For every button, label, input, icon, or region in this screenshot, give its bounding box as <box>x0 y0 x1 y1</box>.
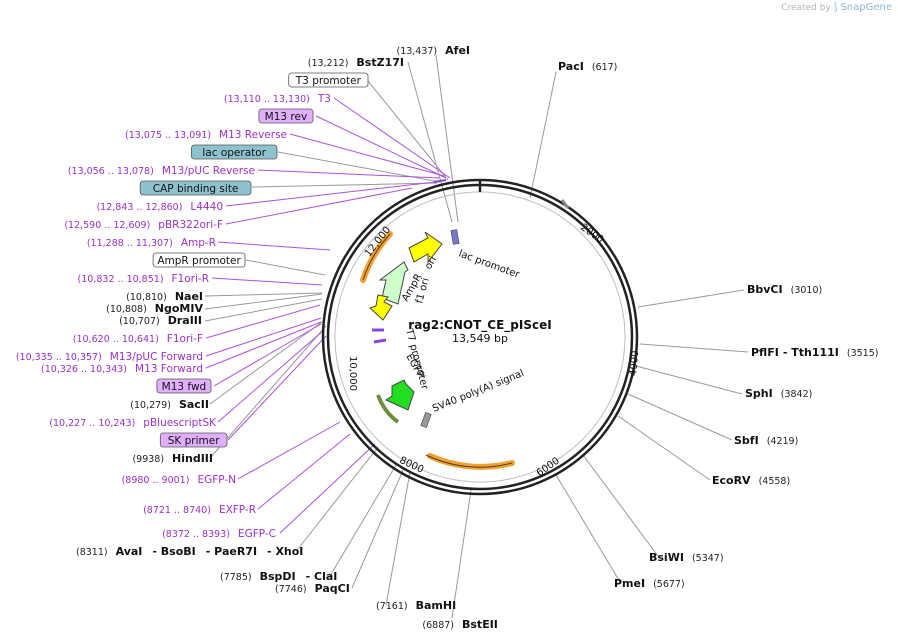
enzyme-hindiii: (9938)HindIII <box>132 452 213 465</box>
enzyme-avai: (8311)AvaI- BsoBI- PaeR7I- XhoI <box>76 545 303 558</box>
label-box-t3-promoter <box>288 72 369 88</box>
enzyme-bbvci: BbvCI(3010) <box>747 283 822 296</box>
enzyme-pmei: PmeI(5677) <box>614 577 685 590</box>
f1ori-arrow <box>369 294 393 321</box>
watermark-brand: SnapGene <box>840 2 892 13</box>
enzyme-bstz17i: (13,212)BstZ17I <box>308 56 404 69</box>
feature-label-sv40-polya: SV40 poly(A) signal <box>431 368 526 415</box>
primer-f1ori-f: (10,620 .. 10,641)F1ori-F <box>73 333 203 345</box>
egfp-arrow <box>384 379 415 411</box>
enzyme-bsiwi: BsiWI(5347) <box>649 551 724 564</box>
snapgene-watermark: Created by ⟆ SnapGene <box>781 2 892 13</box>
plasmid-size: 13,549 bp <box>452 332 508 345</box>
feature-t3-promoter: T3 promoter <box>295 75 362 87</box>
enzyme-ngomiv: (10,808)NgoMIV <box>106 302 203 315</box>
snapgene-logo-icon: ⟆ <box>833 2 838 13</box>
ampr-arrow <box>378 261 409 305</box>
feature-lac-operator: lac operator <box>202 147 266 159</box>
enzyme-ecorv: EcoRV(4558) <box>712 474 790 487</box>
label-box-ampr-promoter <box>152 252 246 268</box>
primer-exfp-r: (8721 .. 8740)EXFP-R <box>143 504 256 516</box>
tick-label-4000: 4000 <box>628 350 641 376</box>
primer-sk-primer: SK primer <box>168 435 220 447</box>
enzyme-afei: (13,437)AfeI <box>396 44 470 57</box>
primer-t3: (13,110 .. 13,130)T3 <box>224 93 331 105</box>
label-box-m13-rev <box>258 108 314 124</box>
enzyme-pflfi-tth111i: PflFI- Tth111I(3515) <box>751 346 878 359</box>
watermark-prefix: Created by <box>781 3 831 13</box>
feature-label-ori: ori <box>423 255 439 272</box>
primer-l4440: (12,843 .. 12,860)L4440 <box>96 201 223 213</box>
primer-egfp-c: (8372 .. 8393)EGFP-C <box>162 528 276 540</box>
sv40-polya-mark <box>420 412 432 428</box>
enzyme-paqci: (7746)PaqCI <box>275 582 350 595</box>
feature-ampr-promoter: AmpR promoter <box>157 255 241 267</box>
enzyme-bsteii-coord: (6887) <box>422 620 454 631</box>
primer-m13-fwd: M13 fwd <box>162 381 207 393</box>
enzyme-naei: (10,810)NaeI <box>126 290 203 303</box>
feature-label-lac-promoter: lac promoter <box>457 248 522 281</box>
enzyme-bamhi: (7161)BamHI <box>376 599 456 612</box>
primer-egfp-n: (8980 .. 9001)EGFP-N <box>122 474 236 486</box>
enzyme-sphi: SphI(3842) <box>745 387 812 400</box>
plasmid-name: rag2:CNOT_CE_pISceI <box>408 318 551 333</box>
egfp-inner-arc <box>376 394 400 424</box>
ori-arrow <box>408 231 443 264</box>
label-box-sk-primer <box>159 432 228 448</box>
enzyme-paci: PacI(617) <box>558 60 617 73</box>
label-box-cap-binding-site <box>139 180 252 196</box>
leader-lines <box>204 54 749 619</box>
primer-m13-reverse: (13,075 .. 13,091)M13 Reverse <box>125 129 287 141</box>
tick-label-10000: 10,000 <box>347 356 358 391</box>
enzyme-bsteii: BstEII <box>462 618 498 631</box>
tick-label-6000: 6000 <box>535 455 562 479</box>
primer-m13-puc-forward: (10,335 .. 10,357)M13/pUC Forward <box>16 351 203 363</box>
enzyme-sacii: (10,279)SacII <box>130 398 209 411</box>
primer-pbr322ori-f: (12,590 .. 12,609)pBR322ori-F <box>64 219 223 231</box>
feature-cap-binding-site: CAP binding site <box>153 183 239 195</box>
primer-amp-r: (11,288 .. 11,307)Amp-R <box>87 237 216 249</box>
primer-pbluescriptsk: (10,227 .. 10,243)pBluescriptSK <box>49 417 217 429</box>
primer-f1ori-r: (10,832 .. 10,851)F1ori-R <box>78 273 209 285</box>
primer-m13-rev: M13 rev <box>265 111 308 123</box>
enzyme-sbfi: SbfI(4219) <box>734 434 798 447</box>
enzyme-draiii: (10,707)DraIII <box>119 314 202 327</box>
primer-m13-forward: (10,326 .. 10,343)M13 Forward <box>41 363 203 375</box>
label-box-m13-fwd <box>156 378 212 394</box>
primer-m13-puc-reverse: (13,056 .. 13,078)M13/pUC Reverse <box>68 165 255 177</box>
label-box-lac-operator <box>190 144 278 160</box>
lac-promoter-mark <box>450 229 460 245</box>
enzyme-bspdi: (7785)BspDI- ClaI <box>220 570 337 583</box>
